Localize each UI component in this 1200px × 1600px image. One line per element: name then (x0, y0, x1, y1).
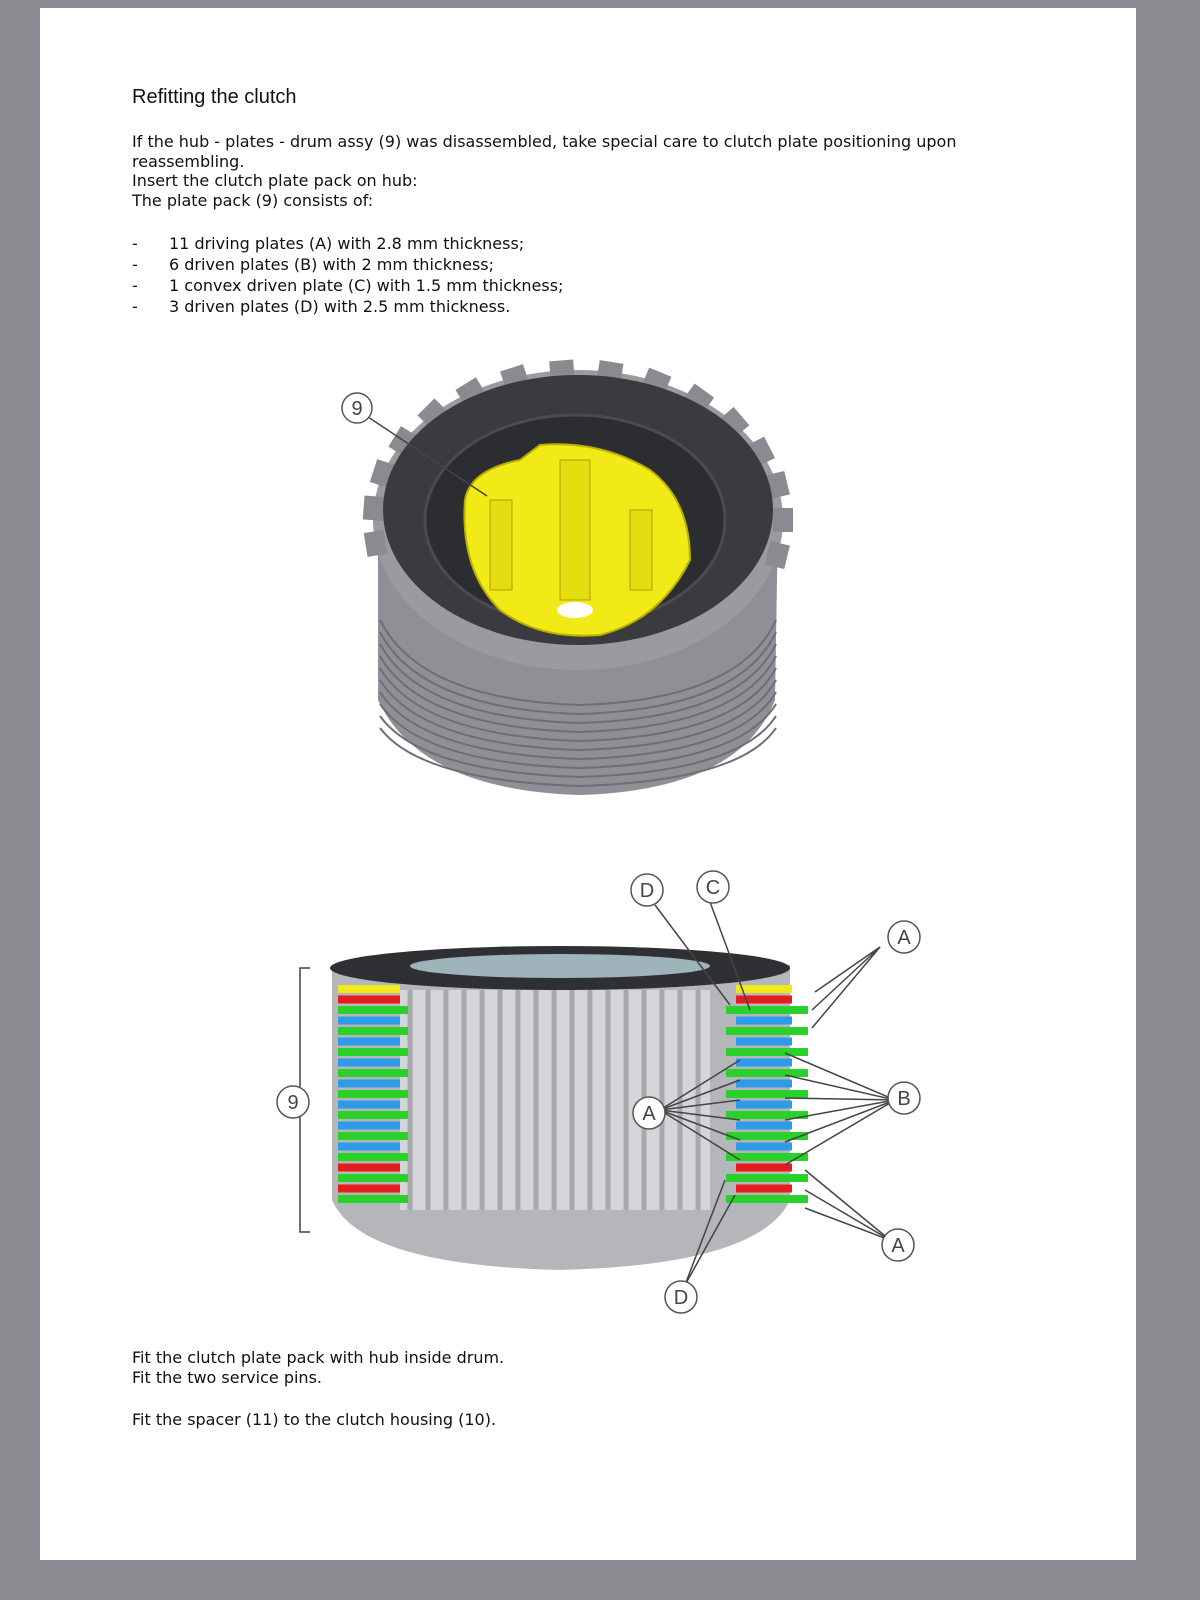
intro-line: If the hub - plates - drum assy (9) was … (132, 132, 957, 171)
callout-c-top: C (706, 877, 720, 899)
callout-9-pack: 9 (287, 1092, 298, 1114)
tooth (417, 398, 449, 430)
callout-a-right-bottom: A (891, 1235, 905, 1257)
plate-list: -11 driving plates (A) with 2.8 mm thick… (132, 233, 563, 317)
outro-line: Fit the clutch plate pack with hub insid… (132, 1348, 505, 1367)
tooth (773, 508, 793, 532)
list-item: -6 driven plates (B) with 2 mm thickness… (132, 255, 494, 274)
plate-right (736, 1121, 792, 1130)
plate-left (338, 1132, 408, 1140)
plate-right (736, 1184, 792, 1193)
tooth (718, 406, 750, 439)
plate-left (338, 1163, 400, 1172)
clutch-assembly-illustration: 9 (341, 359, 793, 795)
plate-left (338, 1079, 400, 1088)
callout-d-bottom: D (674, 1287, 688, 1309)
plate-left (338, 1121, 400, 1130)
plate-left (338, 1048, 408, 1056)
plate-left (338, 995, 400, 1004)
plate-left (338, 985, 400, 993)
plate-right (726, 1174, 808, 1182)
document-page: Refitting the clutch If the hub - plates… (40, 8, 1136, 1560)
plate-left (338, 1184, 400, 1193)
list-item: -1 convex driven plate (C) with 1.5 mm t… (132, 276, 564, 295)
plate-left (338, 1069, 408, 1077)
intro-line: The plate pack (9) consists of: (132, 190, 374, 210)
tooth (362, 495, 385, 521)
plate-right (736, 1079, 792, 1088)
callout-a-right-top: A (897, 927, 911, 949)
list-item: -11 driving plates (A) with 2.8 mm thick… (132, 234, 525, 253)
intro-text: If the hub - plates - drum assy (9) was … (132, 132, 1032, 210)
plate-left (338, 1090, 408, 1098)
plate-right (736, 985, 792, 993)
plate-right (726, 1195, 808, 1203)
plate-right (736, 1100, 792, 1109)
outro-text-2: Fit the spacer (11) to the clutch housin… (132, 1410, 1032, 1430)
tooth (388, 426, 419, 458)
plate-right (736, 1037, 792, 1046)
plate-right (736, 1142, 792, 1151)
section-title: Refitting the clutch (132, 86, 297, 108)
plate-right (726, 1111, 808, 1119)
plate-left (338, 1006, 408, 1014)
intro-line: Insert the clutch plate pack on hub: (132, 171, 418, 190)
plate-right (726, 1006, 808, 1014)
plate-left (338, 1153, 408, 1161)
plate-left (338, 1100, 400, 1109)
callout-9: 9 (351, 398, 362, 420)
plate-right (736, 1163, 792, 1172)
plate-left (338, 1142, 400, 1151)
outro-line: Fit the spacer (11) to the clutch housin… (132, 1410, 497, 1429)
plate-pack-illustration: D C A A B A D 9 (276, 870, 921, 1314)
callout-a-left: A (642, 1103, 656, 1125)
outro-line: Fit the two service pins. (132, 1367, 322, 1387)
plate-left (338, 1037, 400, 1046)
outro-text: Fit the clutch plate pack with hub insid… (132, 1348, 1032, 1387)
tooth (764, 541, 790, 570)
list-item: -3 driven plates (D) with 2.5 mm thickne… (132, 297, 511, 316)
figures: 9 (276, 359, 921, 1314)
plate-left (338, 1016, 400, 1025)
plate-right (726, 1069, 808, 1077)
tooth (363, 530, 388, 557)
plate-right (726, 1090, 808, 1098)
plate-right (736, 1016, 792, 1025)
plate-right (726, 1048, 808, 1056)
plate-right (726, 1132, 808, 1140)
plate-left (338, 1027, 408, 1035)
callout-d-top: D (640, 880, 654, 902)
plate-left (338, 1111, 408, 1119)
plate-right (726, 1027, 808, 1035)
plate-left (338, 1174, 408, 1182)
callout-b-right: B (897, 1088, 910, 1110)
plate-right (726, 1153, 808, 1161)
plate-left (338, 1195, 408, 1203)
tooth (455, 377, 487, 407)
plate-left (338, 1058, 400, 1067)
plate-right (736, 1058, 792, 1067)
tooth (682, 383, 715, 414)
plate-right (736, 995, 792, 1004)
